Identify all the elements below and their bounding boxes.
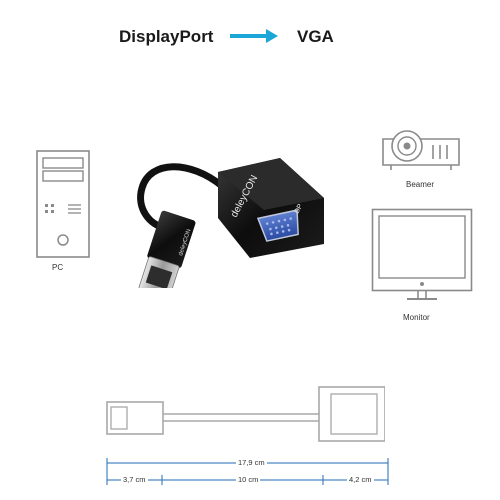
arrow-right-icon [230,29,278,43]
adapter-product-image: deleyCON DP deleyCON [137,158,324,288]
target-label: VGA [297,27,334,46]
monitor-icon [371,208,473,300]
dimension-vga-end: 4,2 cm [347,475,374,484]
dimension-cable: 10 cm [236,475,261,484]
adapter-port-mark: DP [294,203,305,215]
pc-icon [36,150,90,258]
dimension-total-length: 17,9 cm [236,458,267,467]
monitor-label: Monitor [403,313,430,322]
size-drawing [106,386,385,442]
source-label: DisplayPort [119,27,214,46]
pc-label: PC [52,263,64,272]
beamer-label: Beamer [406,180,435,189]
projector-icon [382,130,460,170]
dimension-dp-end: 3,7 cm [121,475,148,484]
